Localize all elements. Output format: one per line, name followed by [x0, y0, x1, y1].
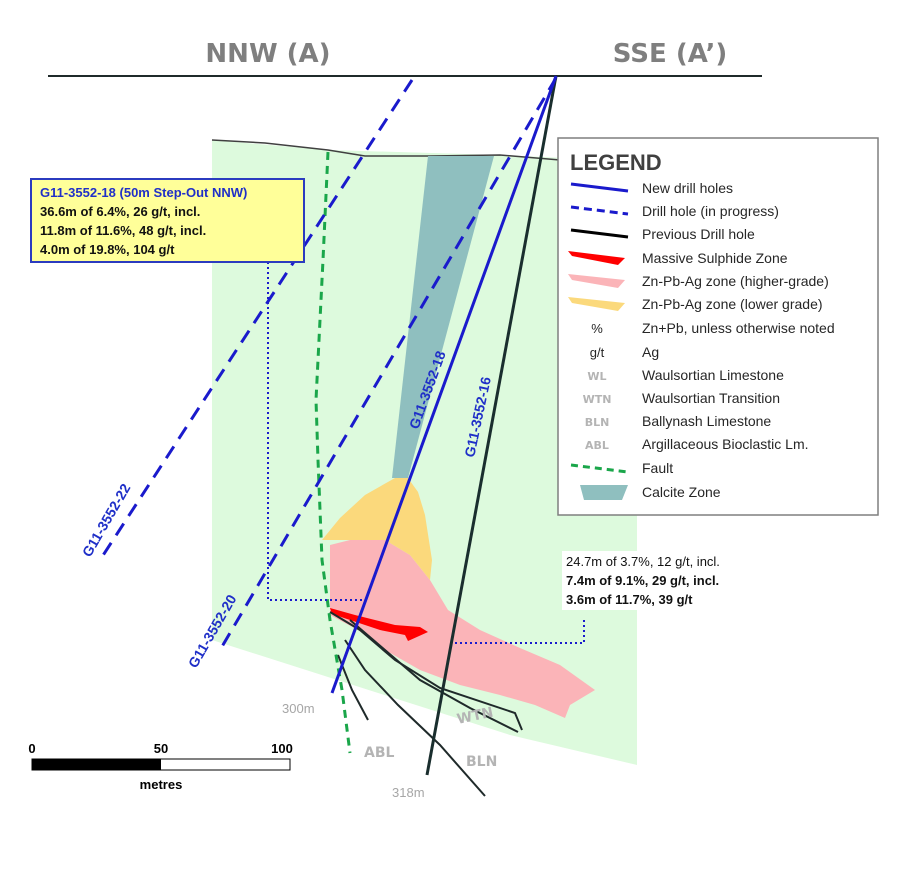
drill-hole-g11-3552-20: [218, 77, 558, 651]
drill-hole-g11-3552-18: [330, 75, 558, 694]
legend-label-previous-hole: Previous Drill hole: [642, 226, 755, 242]
legend-label-massive-sulphide: Massive Sulphide Zone: [642, 250, 788, 266]
hole-label-g11-3552-22: G11-3552-22: [79, 481, 134, 560]
calcite-zone: [392, 156, 494, 478]
legend-label-hole-in-progress: Drill hole (in progress): [642, 203, 779, 219]
legend-symbol-gt: g/t: [590, 345, 605, 360]
section-end-nnw: NNW (A): [205, 39, 330, 69]
drill-hole-g11-3552-16: [425, 75, 558, 776]
legend-label-higher-grade: Zn-Pb-Ag zone (higher-grade): [642, 273, 829, 289]
legend-label-wtn: Waulsortian Transition: [642, 390, 780, 406]
legend-label-fault: Fault: [642, 460, 673, 476]
drill-hole-g11-3552-22: [98, 79, 414, 561]
unit-label-wtn: WTN: [456, 705, 495, 728]
contact-line-bln: [344, 639, 486, 797]
legend-label-new-hole: New drill holes: [642, 180, 733, 196]
legend-symbol-bln: BLN: [585, 416, 610, 429]
legend-symbol-lower-grade: [568, 297, 625, 311]
legend-title: LEGEND: [570, 150, 662, 175]
legend-symbol-wtn: WTN: [583, 393, 612, 406]
contact-line-upper: [349, 619, 519, 733]
callout-line-3: 4.0m of 19.8%, 104 g/t: [40, 242, 175, 257]
callout-g11-3552-18: G11-3552-18 (50m Step-Out NNW) 36.6m of …: [30, 178, 305, 263]
scale-bar: 0 50 100 metres: [28, 741, 292, 792]
legend-symbol-new-hole: [570, 182, 629, 193]
legend-symbol-hole-in-progress: [570, 205, 629, 216]
assay-line-3: 3.6m of 11.7%, 39 g/t: [566, 592, 693, 607]
legend-box: [557, 137, 879, 516]
scale-bar-black-segment: [32, 759, 161, 770]
callout-line-2: 11.8m of 11.6%, 48 g/t, incl.: [40, 223, 207, 238]
legend-label-bln: Ballynash Limestone: [642, 413, 771, 429]
legend-label-percent: Zn+Pb, unless otherwise noted: [642, 320, 835, 336]
scale-tick-50: 50: [154, 741, 168, 756]
callout-leader-18: [267, 262, 370, 601]
lower-grade-zone: [322, 478, 432, 580]
legend-symbol-percent: %: [591, 321, 603, 336]
legend-label-calcite: Calcite Zone: [642, 484, 721, 500]
assay-leader-16: [455, 618, 585, 644]
assay-line-2: 7.4m of 9.1%, 29 g/t, incl.: [566, 573, 720, 588]
legend-symbol-higher-grade: [568, 274, 625, 288]
legend-label-lower-grade: Zn-Pb-Ag zone (lower grade): [642, 296, 823, 312]
bedrock-top-line: [211, 139, 561, 161]
assay-block-g11-3552-16: 24.7m of 3.7%, 12 g/t, incl. 7.4m of 9.1…: [562, 551, 724, 610]
massive-sulphide-zone: [330, 608, 428, 641]
legend-symbol-abl: ABL: [585, 439, 609, 452]
host-rock-zone: [212, 140, 637, 765]
depth-label-318m: 318m: [392, 785, 425, 800]
legend-label-wl: Waulsortian Limestone: [642, 367, 784, 383]
assay-line-1: 24.7m of 3.7%, 12 g/t, incl.: [566, 554, 720, 569]
legend: LEGEND New drill holes Drill hole (in pr…: [557, 137, 879, 516]
scale-tick-100: 100: [271, 741, 293, 756]
legend-label-gt: Ag: [642, 344, 659, 360]
section-end-sse: SSE (A’): [613, 39, 727, 69]
legend-symbol-fault: [570, 463, 629, 474]
depth-label-300m: 300m: [282, 701, 315, 716]
callout-line-1: 36.6m of 6.4%, 26 g/t, incl.: [40, 204, 201, 219]
legend-symbol-wl: WL: [587, 370, 606, 383]
unit-label-bln: BLN: [466, 754, 497, 770]
legend-symbol-previous-hole: [570, 228, 629, 239]
fault-line: [314, 151, 352, 754]
legend-symbol-calcite: [580, 485, 628, 500]
scale-unit: metres: [140, 777, 183, 792]
legend-label-abl: Argillaceous Bioclastic Lm.: [642, 436, 809, 452]
legend-symbol-massive-sulphide: [568, 251, 625, 265]
scale-tick-0: 0: [28, 741, 35, 756]
higher-grade-zone: [330, 540, 595, 718]
unit-label-abl: ABL: [364, 745, 395, 761]
callout-title: G11-3552-18 (50m Step-Out NNW): [40, 185, 248, 200]
